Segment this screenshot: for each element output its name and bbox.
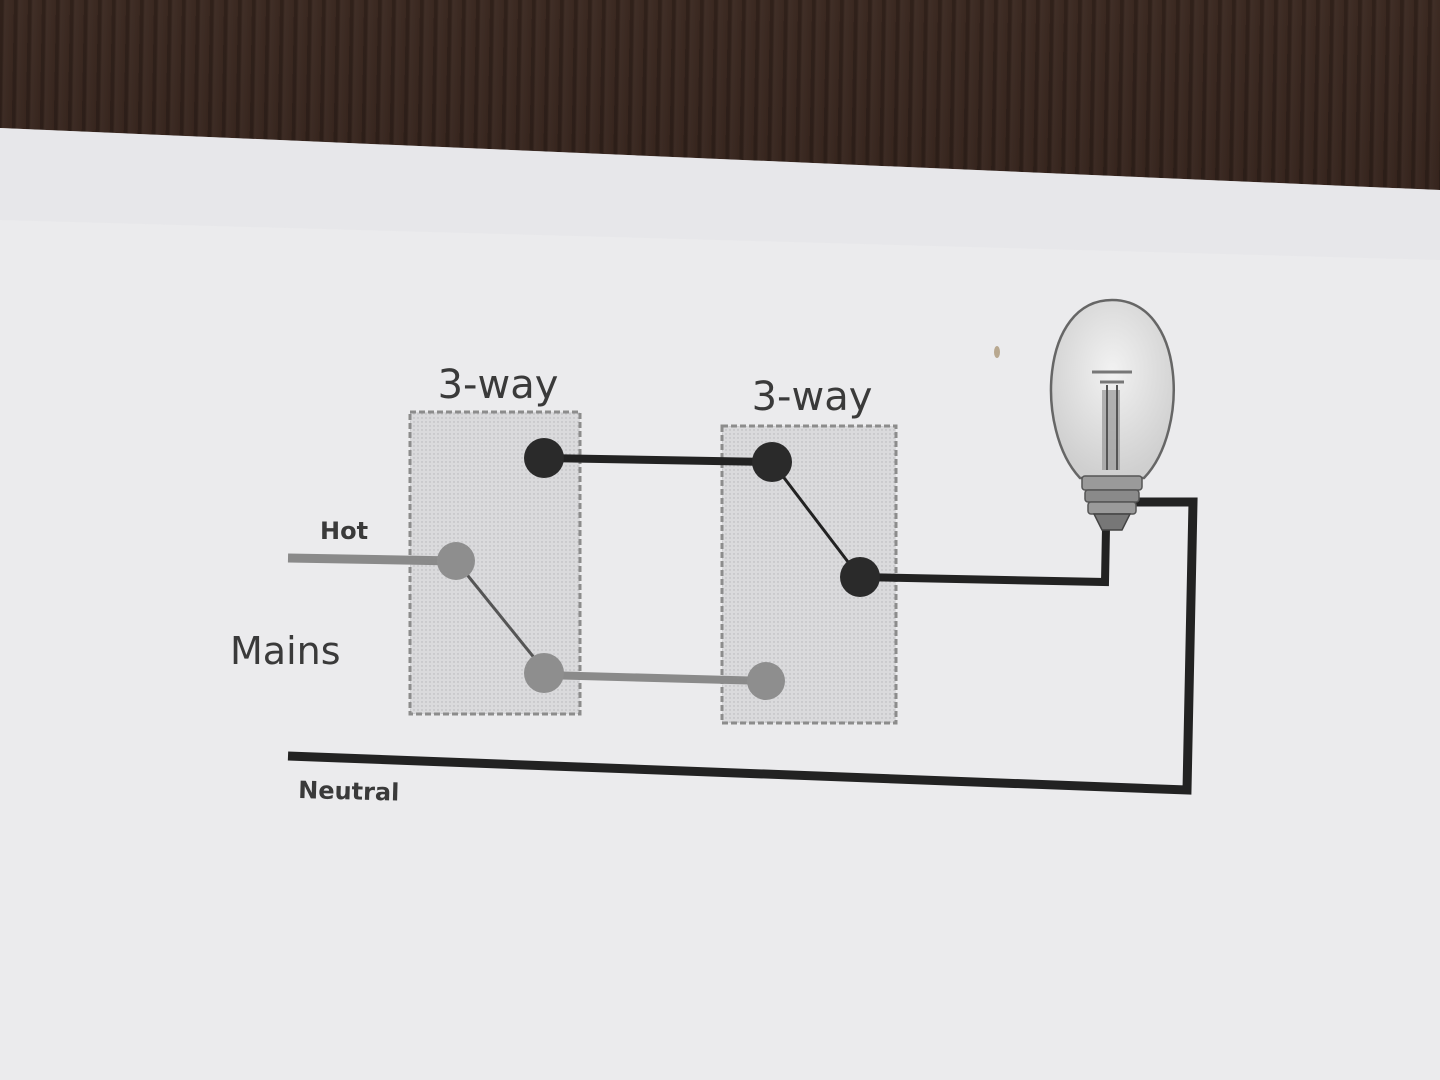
paper-shading bbox=[0, 128, 1440, 260]
neutral-wire bbox=[287, 497, 1198, 795]
paper-speck bbox=[994, 346, 1000, 358]
terminal-right-bottom bbox=[747, 662, 785, 700]
traveler-wire-top bbox=[543, 454, 773, 466]
mains-label: Mains bbox=[230, 629, 341, 673]
switch-lever-right bbox=[770, 461, 860, 576]
terminal-left-common bbox=[437, 542, 475, 580]
switch-lever-left bbox=[454, 560, 546, 671]
switch-right-label: 3-way bbox=[752, 374, 873, 420]
paper-sheet bbox=[0, 128, 1440, 1080]
terminal-left-top bbox=[524, 438, 564, 478]
terminal-right-common bbox=[840, 557, 880, 597]
terminal-left-bottom bbox=[524, 653, 564, 693]
traveler-wire-bottom bbox=[543, 671, 769, 685]
neutral-label: Neutral bbox=[298, 776, 400, 807]
light-bulb-icon bbox=[1049, 298, 1175, 531]
hot-wire bbox=[287, 553, 457, 566]
load-wire bbox=[857, 527, 1110, 587]
terminal-right-top bbox=[752, 442, 792, 482]
switch-left-label: 3-way bbox=[438, 362, 559, 408]
hot-label: Hot bbox=[320, 517, 368, 545]
